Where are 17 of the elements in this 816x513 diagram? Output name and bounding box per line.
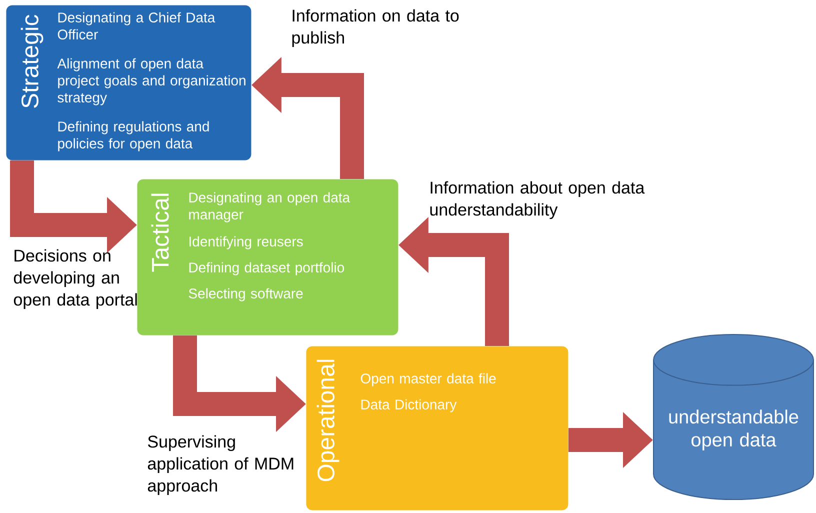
list-item: Identifying reusers: [190, 236, 303, 250]
list-item: Alignment of open data project goals and organization strategy: [57, 58, 246, 106]
list-item: Data Dictionary: [361, 399, 457, 412]
list-item: Open master data file: [360, 373, 496, 386]
stage-label: Operational: [316, 360, 340, 482]
list-item: Designating a Chief Data Officer: [58, 12, 216, 40]
list-item: Designating an open data manager: [189, 192, 350, 222]
list-item: Defining dataset portfolio: [189, 262, 344, 276]
edge-label: Decisions on developing an open data portal: [14, 249, 137, 310]
stage-label: Tactical: [151, 194, 169, 272]
edge-label: Supervising application of MDM approach: [148, 435, 294, 496]
stage-label: Strategic: [20, 14, 44, 108]
database-cylinder: understandable open data: [653, 334, 814, 500]
list-item: Defining regulations and policies for open data: [58, 121, 209, 152]
edge-label: Information about open data understandability: [430, 181, 645, 220]
list-item: Selecting software: [188, 288, 303, 302]
edge-label: Information on data to publish: [292, 9, 459, 48]
